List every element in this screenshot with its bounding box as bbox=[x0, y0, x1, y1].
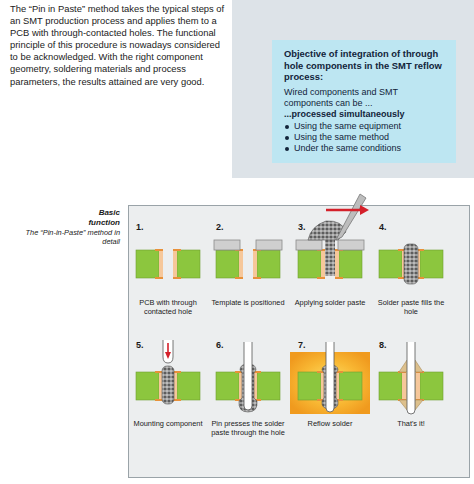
step-number: 4. bbox=[379, 222, 395, 232]
step-number: 3. bbox=[298, 222, 314, 232]
step-5-figure bbox=[136, 340, 200, 404]
step-caption: Reflow solder bbox=[291, 419, 369, 428]
step-number: 7. bbox=[298, 340, 314, 350]
step-7-figure bbox=[290, 342, 370, 414]
bullet-item: Using the same equipment bbox=[294, 121, 446, 132]
side-heading: Basic function bbox=[68, 208, 120, 227]
bullet-item: Under the same conditions bbox=[294, 143, 446, 154]
step-8-figure bbox=[379, 342, 443, 414]
box-text: Wired components and SMT components can … bbox=[284, 87, 446, 109]
step-number: 2. bbox=[216, 222, 232, 232]
step-caption: Solder paste fills the hole bbox=[372, 298, 450, 316]
panel-ground bbox=[232, 0, 474, 178]
step-3-figure bbox=[296, 194, 369, 279]
step-2-figure bbox=[214, 240, 282, 279]
step-number: 1. bbox=[136, 222, 152, 232]
step-caption: Pin presses the solder paste through the… bbox=[209, 419, 287, 437]
intro-text: The “Pin in Paste” method takes the typi… bbox=[10, 3, 228, 88]
step-1-figure bbox=[136, 249, 200, 279]
step-caption: Template is positioned bbox=[209, 298, 287, 307]
figure-panel bbox=[129, 206, 470, 478]
step-caption: Mounting component bbox=[129, 419, 207, 428]
step-6-figure bbox=[216, 342, 280, 412]
step-4-figure bbox=[379, 244, 443, 284]
step-number: 8. bbox=[379, 340, 395, 350]
box-text: ...processed simultaneously bbox=[284, 109, 446, 120]
bullet-item: Using the same method bbox=[294, 132, 446, 143]
step-caption: PCB with through contacted hole bbox=[129, 298, 207, 316]
box-heading: Objective of integration of through hole… bbox=[284, 48, 446, 83]
side-caption: The “Pin-in-Paste” method in detail bbox=[22, 228, 120, 246]
step-caption: That's it! bbox=[372, 419, 450, 428]
step-number: 5. bbox=[136, 340, 152, 350]
objective-box: Objective of integration of through hole… bbox=[272, 40, 456, 163]
step-caption: Applying solder paste bbox=[291, 298, 369, 307]
step-number: 6. bbox=[216, 340, 232, 350]
